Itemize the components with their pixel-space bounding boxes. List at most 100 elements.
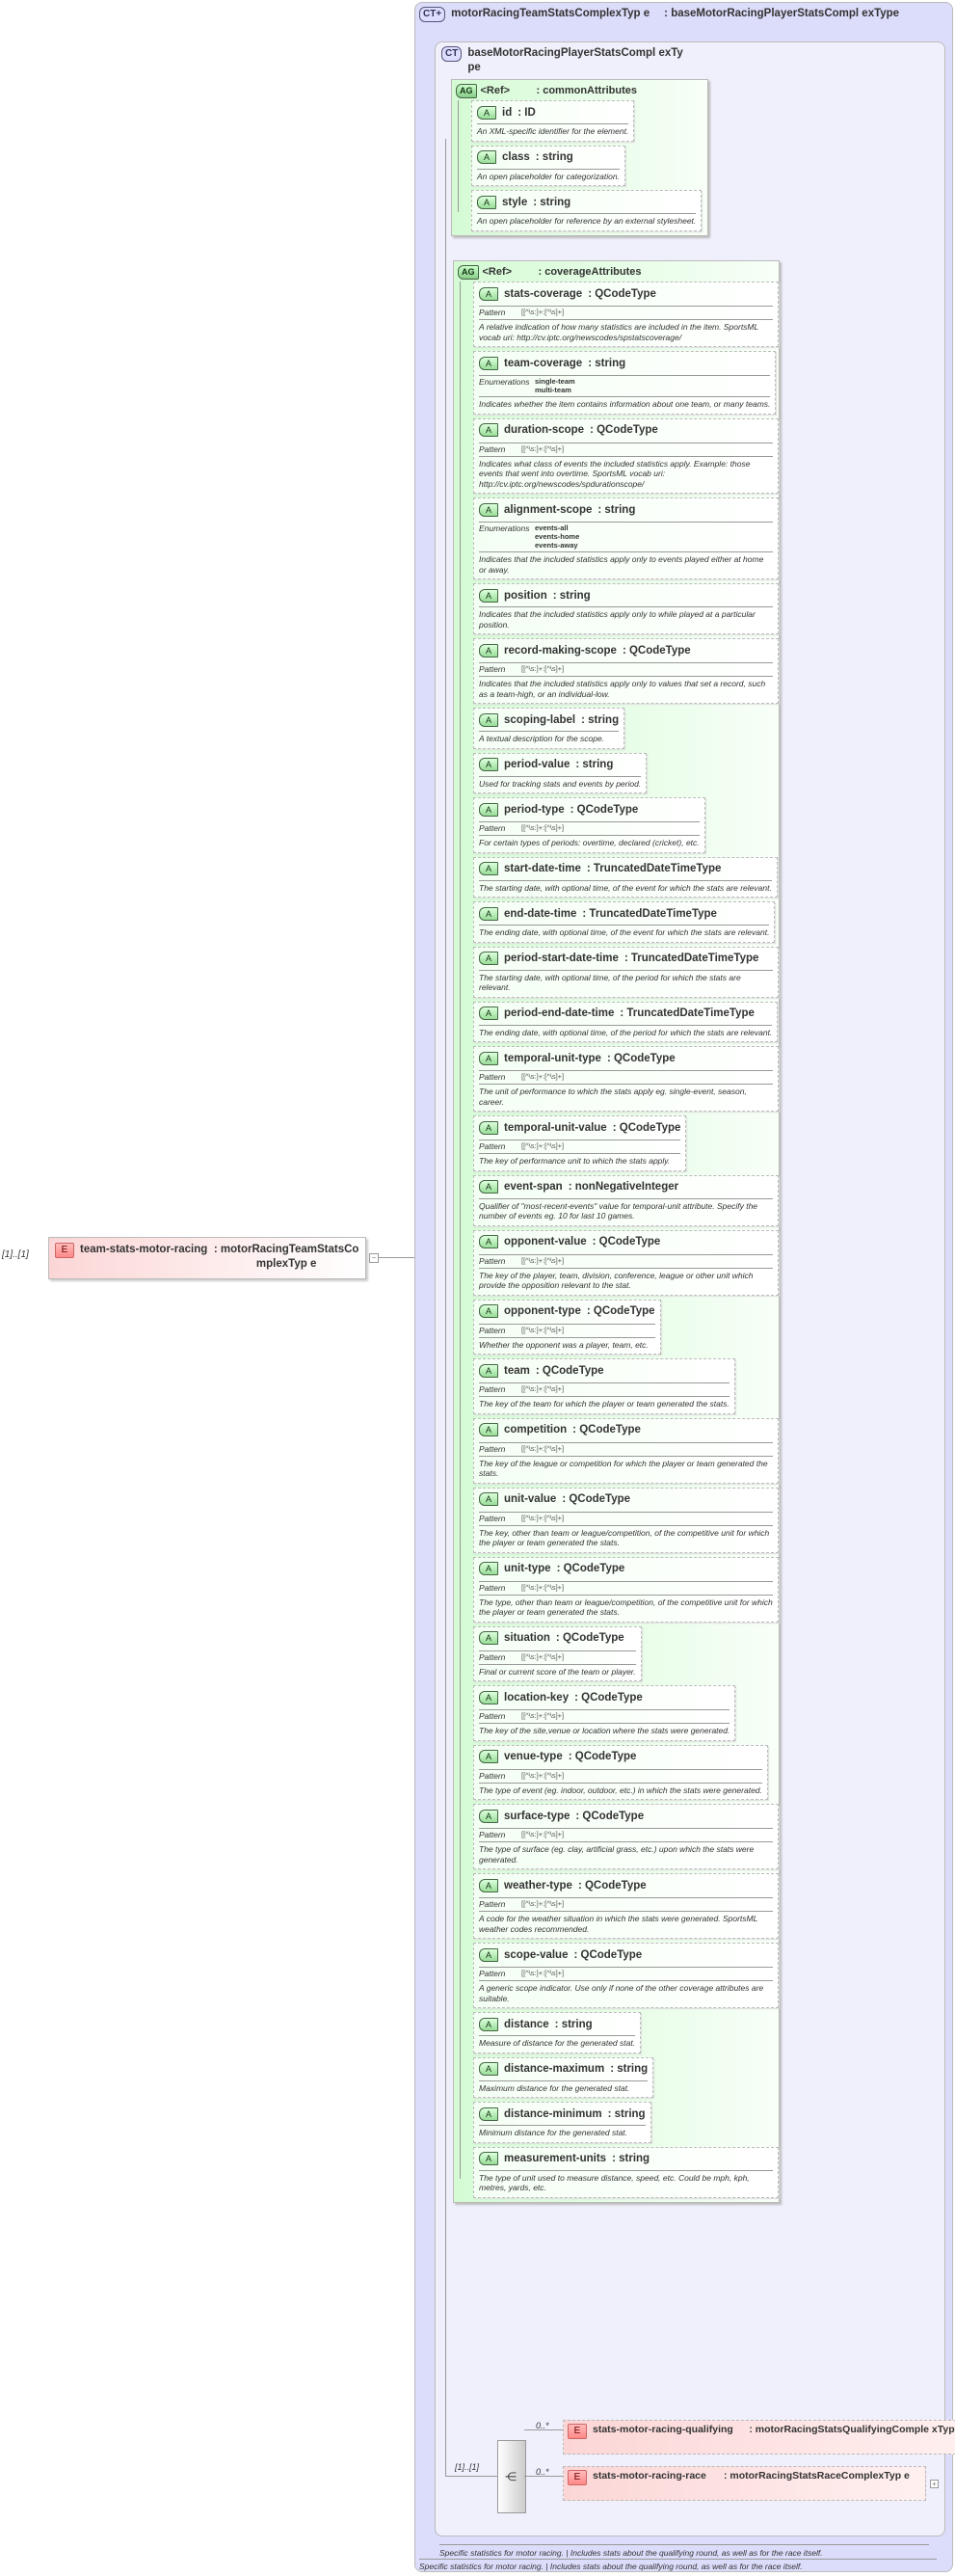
- attribute-type: : QCodeType: [590, 424, 658, 437]
- attribute-description: Maximum distance for the generated stat.: [479, 2080, 649, 2094]
- attribute-icon: A: [479, 643, 498, 657]
- attribute-icon: A: [479, 1304, 498, 1319]
- pattern-value: [[^\s:]+:[^\s]+]: [521, 1770, 565, 1780]
- attribute-type: : string: [575, 759, 614, 771]
- attribute-type: : string: [588, 357, 626, 369]
- complex-type-icon: CT: [441, 46, 463, 62]
- child-element-name: stats-motor-racing-qualifying: [593, 2424, 733, 2435]
- attribute-name: record-making-scope: [504, 644, 617, 657]
- attribute-type: : nonNegativeInteger: [568, 1181, 679, 1194]
- element-icon: E: [55, 1243, 74, 1258]
- attribute-type: : QCodeType: [572, 1424, 641, 1436]
- attribute-description: An XML-specific identifier for the eleme…: [477, 123, 629, 137]
- attribute-type: : QCodeType: [562, 1493, 631, 1506]
- attribute-type: : string: [610, 2063, 649, 2076]
- attribute-name: opponent-value: [504, 1236, 587, 1248]
- attribute-type: : TruncatedDateTimeType: [623, 953, 759, 965]
- attribute-type: : QCodeType: [568, 1751, 637, 1763]
- attribute-icon: A: [479, 588, 498, 603]
- attribute-name: position: [504, 589, 547, 602]
- attribute-type: : QCodeType: [535, 1364, 604, 1377]
- attribute-pattern: Pattern[[^\s:]+:[^\s]+]: [479, 1967, 773, 1978]
- pattern-value: [[^\s:]+:[^\s]+]: [521, 664, 565, 673]
- attribute-description: Qualifier of "most-recent-events" value …: [479, 1197, 773, 1221]
- collapse-toggle[interactable]: −: [369, 1253, 379, 1263]
- attribute-icon: A: [479, 2152, 498, 2166]
- attribute-name: stats-coverage: [504, 287, 583, 300]
- attribute-type: : string: [607, 2107, 646, 2120]
- connector-line: [460, 282, 461, 2179]
- attribute-icon: A: [479, 862, 498, 876]
- enumeration-value: events-away: [535, 541, 578, 550]
- attribute-pattern: Pattern[[^\s:]+:[^\s]+]: [479, 442, 773, 454]
- attribute-name: distance-minimum: [504, 2107, 602, 2120]
- attribute-pattern: Pattern[[^\s:]+:[^\s]+]: [479, 821, 700, 833]
- choice-compositor[interactable]: ⋲: [497, 2440, 526, 2513]
- connector-line: [458, 100, 459, 212]
- attribute-type: : QCodeType: [555, 1632, 624, 1645]
- attribute-description: A generic scope indicator. Use only if n…: [479, 1980, 773, 2003]
- pattern-value: [[^\s:]+:[^\s]+]: [521, 1255, 565, 1265]
- attribute-icon: A: [479, 1051, 498, 1065]
- attribute-description: The starting date, with optional time, o…: [479, 879, 772, 894]
- attribute-name: unit-type: [504, 1563, 551, 1575]
- attribute-type: : TruncatedDateTimeType: [586, 863, 722, 875]
- attribute-name: opponent-type: [504, 1305, 581, 1318]
- attribute-description: The unit of performance to which the sta…: [479, 1084, 773, 1107]
- attribute-pattern: Pattern[[^\s:]+:[^\s]+]: [479, 1828, 773, 1839]
- base-type-name: baseMotorRacingPlayerStatsCompl exType: [467, 47, 683, 73]
- attribute-icon: A: [479, 2106, 498, 2121]
- attribute-description: The type of surface (eg. clay, artificia…: [479, 1841, 773, 1865]
- attribute-icon: A: [479, 906, 498, 921]
- pattern-value: [[^\s:]+:[^\s]+]: [521, 823, 565, 832]
- root-element-team-stats-motor-racing[interactable]: E team-stats-motor-racing : motorRacingT…: [48, 1237, 366, 1279]
- expand-toggle[interactable]: +: [930, 2480, 939, 2488]
- attribute-description: A textual description for the scope.: [479, 731, 620, 744]
